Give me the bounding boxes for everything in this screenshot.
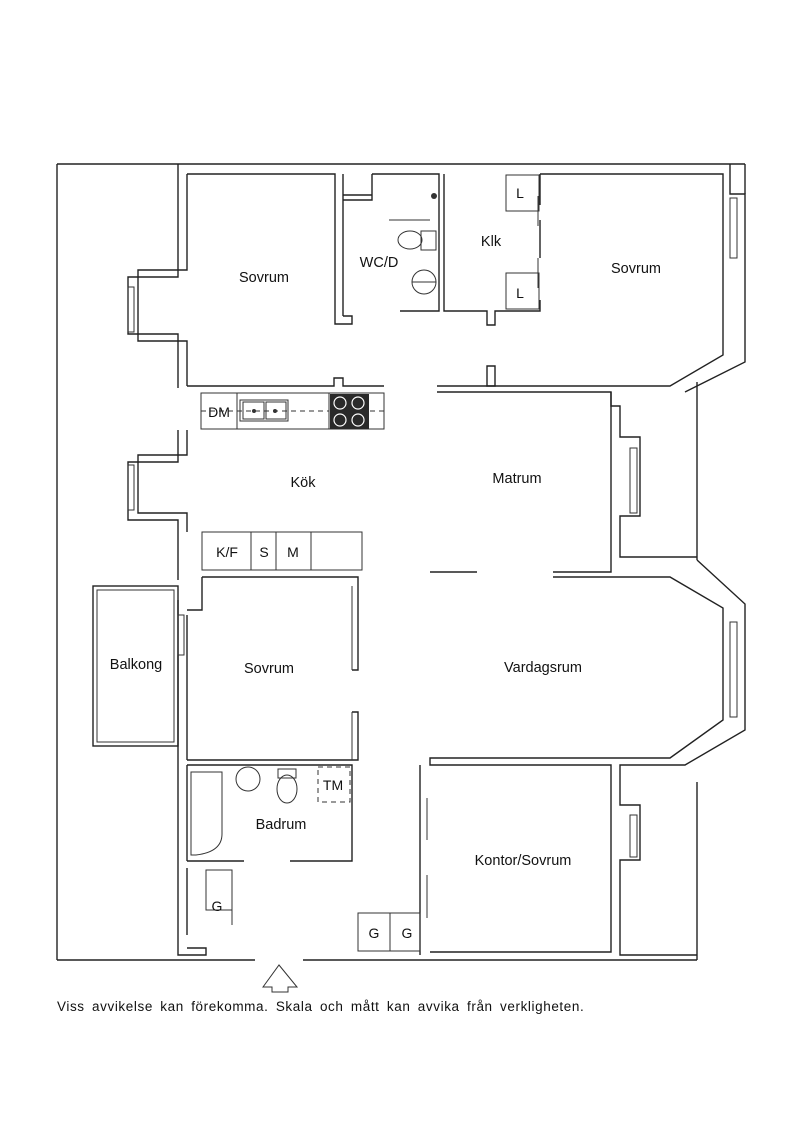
room-label-kontor: Kontor/Sovrum [475,853,572,869]
fixture-label-l-bottom: L [516,285,524,301]
outer-frame [56,163,746,961]
fixture-label-s: S [259,544,268,560]
fixture-label-dm: DM [208,404,230,420]
kitchen-fixtures [201,394,384,803]
windows [127,197,738,858]
room-label-sovrum-1: Sovrum [239,270,289,286]
room-label-wc: WC/D [360,255,399,271]
room-label-matrum: Matrum [492,471,541,487]
walls [92,164,746,956]
fixture-label-l-top: L [516,185,524,201]
disclaimer-text: Viss avvikelse kan förekomma. Skala och … [57,999,585,1014]
room-label-balkong: Balkong [110,657,162,673]
sink-icon [239,399,289,422]
washer-icon [317,766,351,803]
fixture-label-kf: K/F [216,544,238,560]
bath-toilet-icon [276,774,298,804]
fixture-label-m: M [287,544,299,560]
toilet-icon [397,230,423,250]
room-label-kok: Kök [291,475,317,491]
bath-washbasin-icon [235,766,261,792]
fixture-label-g-left: G [369,925,380,941]
fixture-label-g-right: G [402,925,413,941]
wc-fixtures [190,193,437,856]
entrance-arrow-icon [262,964,299,993]
room-label-sovrum-2: Sovrum [611,261,661,277]
doors [231,196,539,925]
room-label-sovrum-3: Sovrum [244,661,294,677]
room-label-klk: Klk [481,234,502,250]
bathtub-icon [190,771,223,856]
fixture-label-tm: TM [323,777,343,793]
fixture-label-g-hall: G [212,898,223,914]
room-label-vardagsrum: Vardagsrum [504,660,582,676]
room-label-badrum: Badrum [256,817,307,833]
wardrobes [205,174,540,911]
